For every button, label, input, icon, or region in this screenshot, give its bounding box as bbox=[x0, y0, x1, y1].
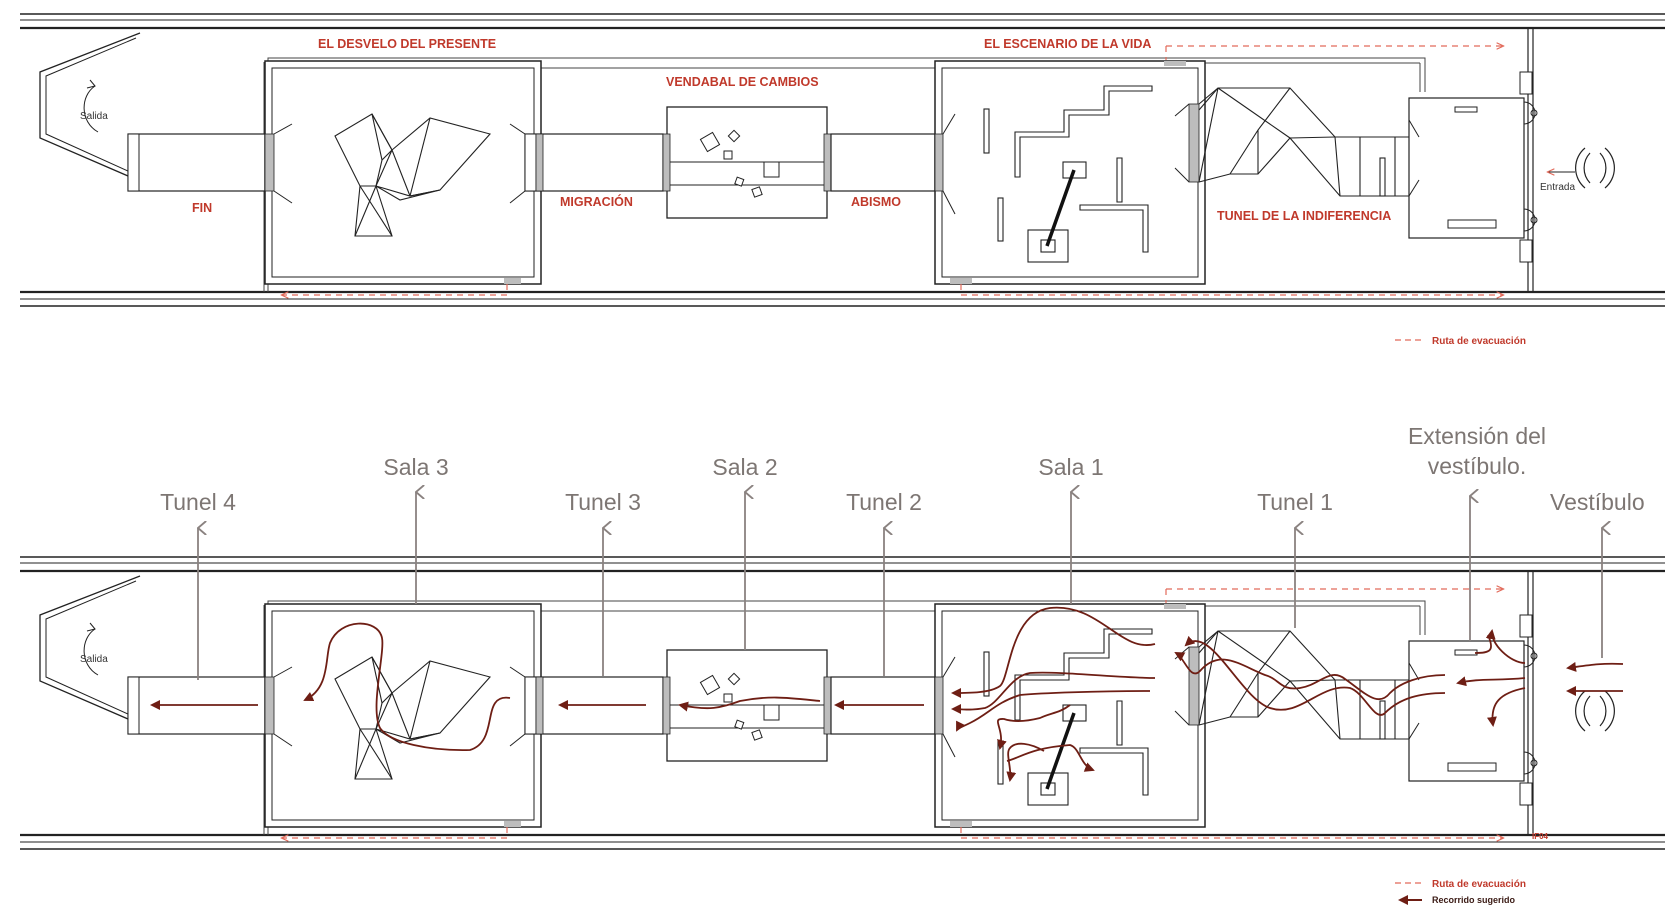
label-desvelo: EL DESVELO DEL PRESENTE bbox=[318, 37, 496, 51]
legend-recorrido: Recorrido sugerido bbox=[1432, 895, 1516, 905]
label-vendabal: VENDABAL DE CAMBIOS bbox=[666, 75, 819, 89]
label-escenario: EL ESCENARIO DE LA VIDA bbox=[984, 37, 1151, 51]
legend-bottom: Ruta de evacuación Recorrido sugerido bbox=[1395, 879, 1526, 905]
label-salida-bottom: Salida bbox=[80, 654, 108, 665]
label-tunel-indiferencia: TUNEL DE LA INDIFERENCIA bbox=[1217, 209, 1391, 223]
label-tunel3: Tunel 3 bbox=[565, 489, 641, 515]
legend-evacuacion-bottom: Ruta de evacuación bbox=[1432, 879, 1526, 890]
label-sala1: Sala 1 bbox=[1038, 454, 1103, 480]
label-extension-line1: Extensión del bbox=[1408, 423, 1546, 449]
bottom-floor-plan: Tunel 4 Sala 3 Tunel 3 Sala 2 Tunel 2 Sa… bbox=[18, 423, 1665, 905]
label-code: IF04 bbox=[1532, 832, 1549, 841]
label-sala2: Sala 2 bbox=[712, 454, 777, 480]
label-entrada: Entrada bbox=[1540, 182, 1575, 193]
label-tunel1: Tunel 1 bbox=[1257, 489, 1333, 515]
top-floor-plan: EL DESVELO DEL PRESENTE EL ESCENARIO DE … bbox=[18, 12, 1665, 347]
label-salida-top: Salida bbox=[80, 111, 108, 122]
label-tunel2: Tunel 2 bbox=[846, 489, 922, 515]
label-fin: FIN bbox=[192, 201, 212, 215]
label-tunel4: Tunel 4 bbox=[160, 489, 236, 515]
legend-top: Ruta de evacuación bbox=[1395, 336, 1526, 347]
label-vestibulo: Vestíbulo bbox=[1550, 489, 1645, 515]
label-migracion: MIGRACIÓN bbox=[560, 194, 633, 209]
label-extension-line2: vestíbulo. bbox=[1428, 453, 1526, 479]
label-abismo: ABISMO bbox=[851, 195, 901, 209]
label-sala3: Sala 3 bbox=[383, 454, 448, 480]
legend-evacuacion-top: Ruta de evacuación bbox=[1432, 336, 1526, 347]
